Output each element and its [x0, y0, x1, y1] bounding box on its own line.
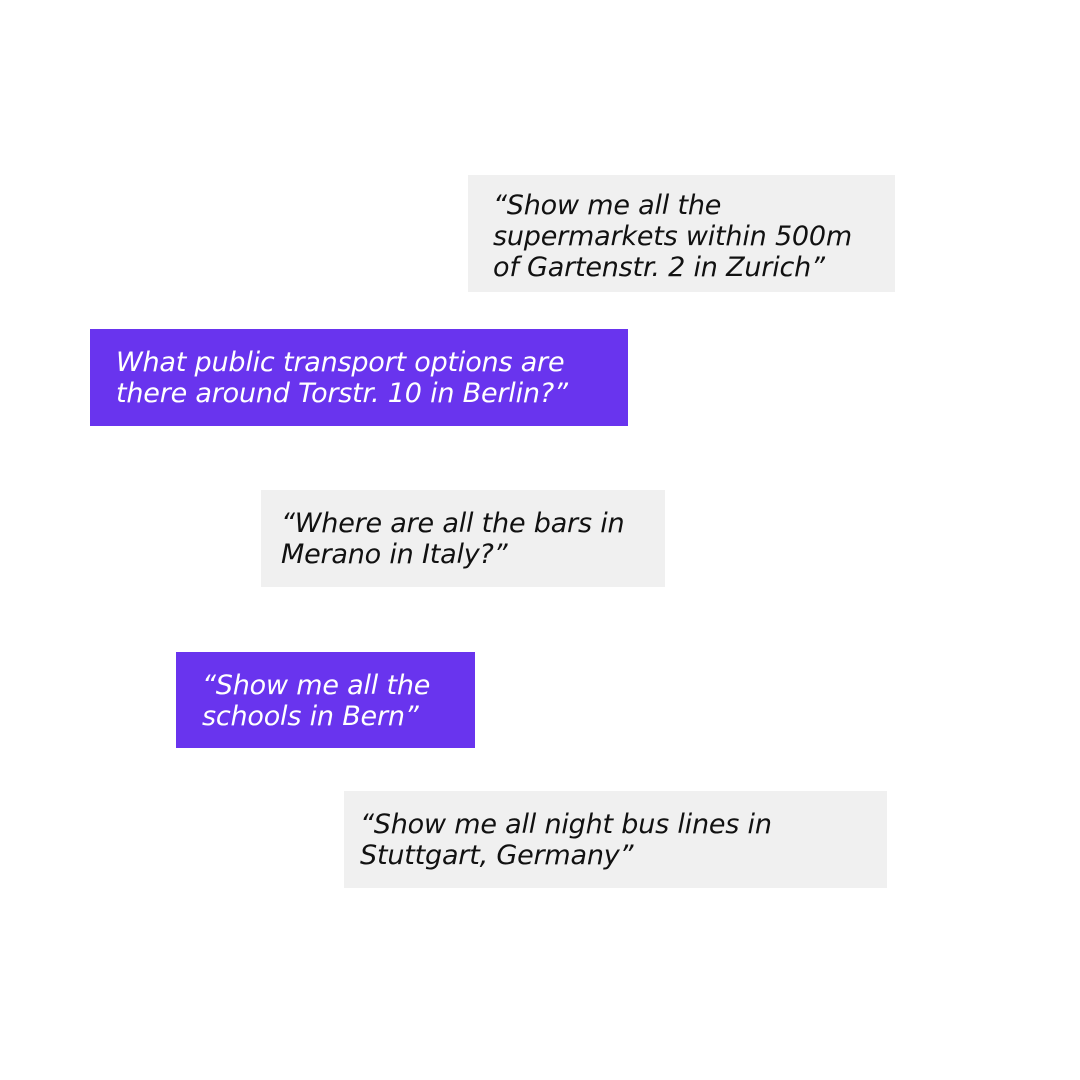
prompt-bubble-bars-merano: “Where are all the bars in Merano in Ita…: [261, 490, 665, 587]
prompt-bubble-night-bus-stuttgart: “Show me all night bus lines in Stuttgar…: [344, 791, 887, 888]
prompt-text-line: “Show me all night bus lines in: [360, 809, 772, 840]
prompt-text-line: of Gartenstr. 2 in Zurich”: [493, 252, 825, 283]
prompt-bubble-supermarkets-zurich: “Show me all the supermarkets within 500…: [468, 175, 895, 292]
prompt-text-line: Stuttgart, Germany”: [360, 840, 634, 871]
prompt-text-line: there around Torstr. 10 in Berlin?”: [116, 378, 568, 409]
prompt-text-line: “Show me all the: [202, 670, 431, 701]
prompt-text-line: “Where are all the bars in: [281, 508, 625, 539]
prompt-bubble-schools-bern: “Show me all the schools in Bern”: [176, 652, 475, 748]
prompt-text-line: supermarkets within 500m: [493, 221, 852, 252]
prompt-text-line: Merano in Italy?”: [281, 539, 508, 570]
prompt-text-line: What public transport options are: [116, 347, 565, 378]
prompt-text-line: schools in Bern”: [202, 701, 419, 732]
prompt-bubble-transport-berlin: What public transport options are there …: [90, 329, 628, 426]
prompt-text-line: “Show me all the: [493, 190, 722, 221]
